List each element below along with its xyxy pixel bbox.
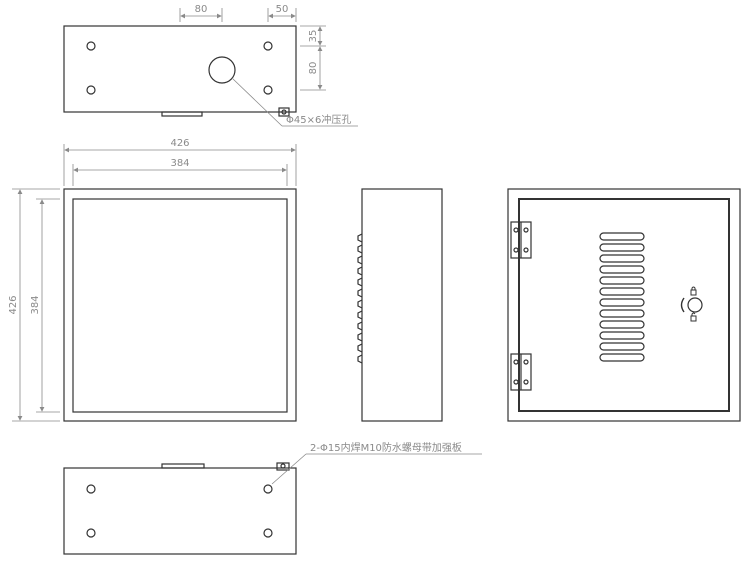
bottom-view-handle-tab	[161, 463, 205, 469]
door-louver-slot	[599, 331, 645, 340]
side-louver	[357, 332, 363, 342]
door-louver-slot	[599, 353, 645, 362]
bottom-view-nut	[280, 463, 286, 469]
side-louver	[357, 277, 363, 287]
top-view-body	[63, 25, 297, 113]
door-louver-slot	[599, 298, 645, 307]
bottom-view-hole-bottom-left	[86, 528, 96, 538]
side-view-louvers	[357, 233, 363, 364]
note-waterproof-nut: 2-Φ15内焊M10防水螺母带加强板	[310, 441, 462, 454]
side-louver	[357, 310, 363, 320]
front-view-outer-frame	[63, 188, 297, 422]
top-view-punch-hole	[208, 56, 236, 84]
door-louver-slot	[599, 287, 645, 296]
front-view-inner-panel	[72, 198, 288, 413]
dim-outer-width: 426	[170, 138, 189, 149]
side-view	[357, 188, 443, 422]
bottom-view-nut-bracket	[276, 462, 290, 471]
door-view-louvers	[599, 232, 645, 362]
top-view-hole-bottom-right	[263, 85, 273, 95]
side-louver	[357, 299, 363, 309]
dim-side-offset-large: 80	[308, 62, 319, 75]
top-view-hole-top-left	[86, 41, 96, 51]
door-view-door-panel	[518, 198, 730, 412]
door-louver-slot	[599, 254, 645, 263]
bottom-view-body	[63, 467, 297, 555]
note-punch-hole: Φ45×6冲压孔	[286, 113, 351, 126]
top-view-dimensions	[179, 8, 358, 127]
hinge-top	[510, 221, 532, 259]
dim-outer-height: 426	[8, 295, 19, 314]
door-louver-slot	[599, 320, 645, 329]
bottom-view-hole-top-right	[263, 484, 273, 494]
door-lock	[680, 286, 703, 322]
front-view-dimensions	[12, 144, 297, 422]
side-louver	[357, 233, 363, 243]
dim-top-edge-offset: 50	[276, 4, 289, 15]
top-view-handle-tab	[161, 111, 203, 117]
top-view-hole-top-right	[263, 41, 273, 51]
side-louver	[357, 354, 363, 364]
side-louver	[357, 343, 363, 353]
dim-top-hole-offset: 80	[195, 4, 208, 15]
door-louver-slot	[599, 309, 645, 318]
top-view-nut	[281, 109, 287, 115]
door-louver-slot	[599, 232, 645, 241]
side-louver	[357, 321, 363, 331]
bottom-view	[63, 462, 297, 555]
door-view-body	[507, 188, 741, 422]
side-louver	[357, 255, 363, 265]
door-louver-slot	[599, 276, 645, 285]
top-view	[63, 25, 297, 117]
bottom-view-hole-top-left	[86, 484, 96, 494]
door-louver-slot	[599, 342, 645, 351]
door-louver-slot	[599, 265, 645, 274]
dim-side-offset-small: 35	[308, 30, 319, 43]
top-view-nut-bracket	[278, 107, 290, 117]
side-louver	[357, 244, 363, 254]
front-view	[63, 188, 297, 422]
top-view-hole-bottom-left	[86, 85, 96, 95]
bottom-view-hole-bottom-right	[263, 528, 273, 538]
side-view-body	[361, 188, 443, 422]
hinge-bottom	[510, 353, 532, 391]
bottom-view-leader	[271, 453, 482, 485]
door-louver-slot	[599, 243, 645, 252]
dim-inner-width: 384	[170, 158, 189, 169]
dim-inner-height: 384	[30, 295, 41, 314]
side-louver	[357, 288, 363, 298]
door-view	[507, 188, 741, 422]
side-louver	[357, 266, 363, 276]
